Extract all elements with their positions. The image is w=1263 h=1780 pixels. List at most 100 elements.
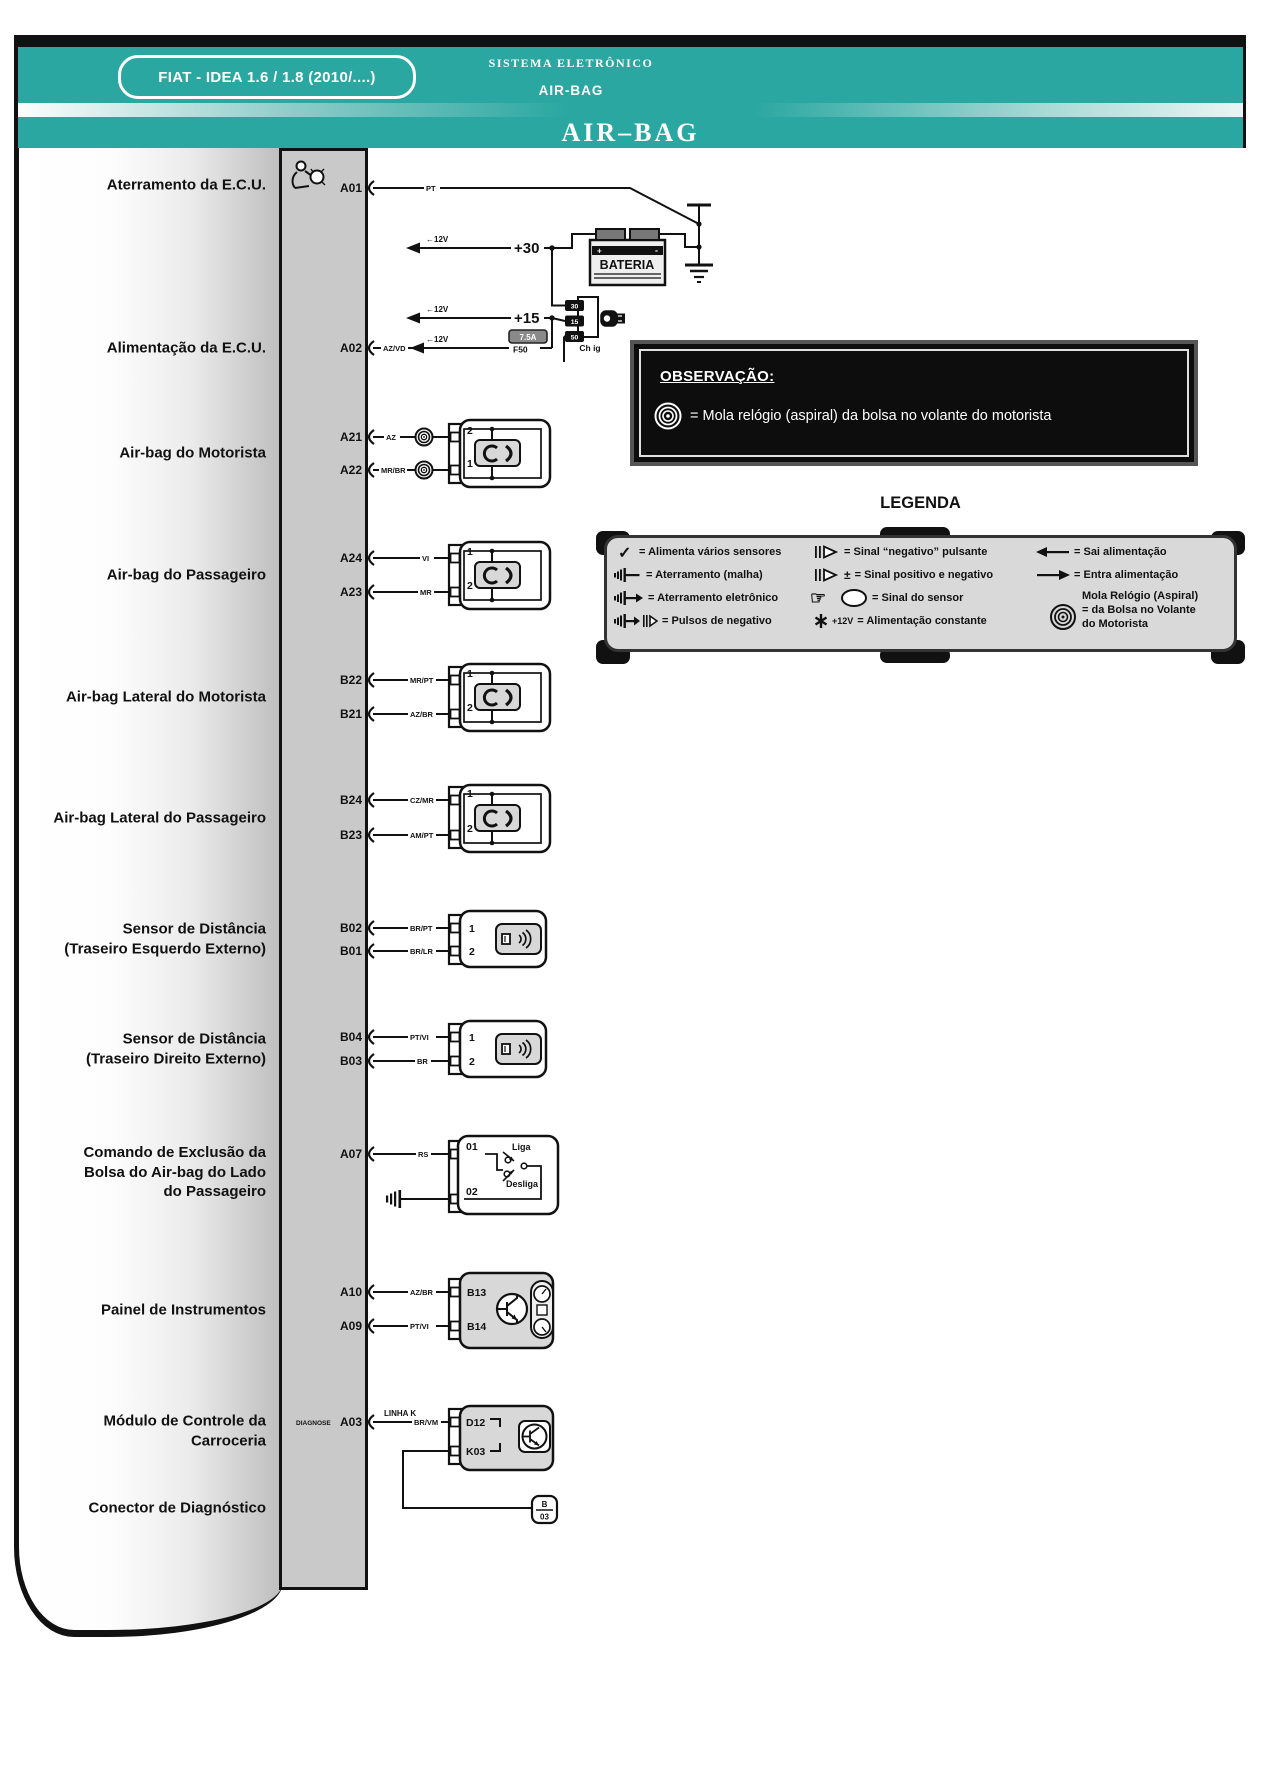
svg-text:A09: A09: [340, 1319, 362, 1333]
instrument-cluster-icon: [530, 1280, 554, 1339]
svg-text:01: 01: [466, 1141, 478, 1153]
legend-box: [604, 535, 1237, 652]
legend-item: = Aterramento (malha): [614, 567, 763, 583]
svg-text:MR/BR: MR/BR: [381, 466, 406, 475]
ecu-pin-ids: A01 A02 A21 A22 A24 A23 B22 B21 B24 B23 …: [340, 181, 362, 1429]
legend-item: ± = Sinal positivo e negativo: [814, 567, 993, 583]
airbag-icon: [291, 160, 326, 189]
wire-color-labels: PT AZ/VD AZ MR/BR VI MR MR/PT AZ/BR CZ/M…: [379, 184, 441, 1427]
svg-text:2: 2: [469, 946, 475, 958]
svg-text:B13: B13: [467, 1287, 486, 1299]
check-icon: ✓: [618, 545, 631, 561]
pulsed-negative-signal-icon: [815, 545, 839, 559]
svg-text:A10: A10: [340, 1285, 362, 1299]
svg-text:B03: B03: [340, 1054, 362, 1068]
svg-text:A22: A22: [340, 463, 362, 477]
subsystem-title: AIR-BAG: [538, 83, 604, 98]
diagnostic-connector-box: [530, 1494, 559, 1525]
svg-text:+15: +15: [514, 310, 539, 327]
svg-text:AZ/BR: AZ/BR: [410, 1288, 433, 1297]
svg-text:1: 1: [467, 788, 473, 800]
supply-out-icon: [1036, 547, 1069, 557]
svg-text:B23: B23: [340, 828, 362, 842]
label-painel-instrumentos: Painel de Instrumentos: [100, 1301, 266, 1319]
ground-run: [373, 187, 713, 283]
legend-title: LEGENDA: [880, 494, 961, 512]
label-aterramento-ecu: Aterramento da E.C.U.: [106, 176, 266, 194]
legend-item: ✓ = Alimenta vários sensores: [618, 545, 782, 561]
legend-item: = Sai alimentação: [1036, 544, 1167, 560]
legend-item: ☞ = Sinal do sensor: [810, 588, 964, 608]
svg-text:AZ/VD: AZ/VD: [383, 344, 406, 353]
svg-text:B22: B22: [340, 673, 362, 687]
svg-text:B04: B04: [340, 1030, 362, 1044]
svg-text:2: 2: [467, 823, 473, 835]
svg-text:AZ/BR: AZ/BR: [410, 710, 433, 719]
observacao-inner-border: [639, 349, 1189, 457]
svg-text:1: 1: [469, 1032, 475, 1044]
header-top-bar: [14, 35, 1246, 47]
diagnose-label: DIAGNOSE: [296, 1420, 331, 1427]
legend-item: +12V = Alimentação constante: [814, 613, 987, 629]
exclusion-switch-box: [386, 1134, 560, 1216]
svg-text:RS: RS: [418, 1150, 428, 1159]
svg-text:2: 2: [469, 1056, 475, 1068]
ground-shield-icon: [386, 1190, 402, 1208]
svg-text:A21: A21: [340, 430, 362, 444]
svg-text:A24: A24: [340, 551, 362, 565]
desliga-label: Desliga: [506, 1179, 539, 1189]
observacao-box: OBSERVAÇÃO: = Mola relógio (aspiral) da …: [630, 340, 1198, 466]
label-modulo-carroceria: Módulo de Controle da Carroceria: [103, 1412, 267, 1450]
pos-neg-signal-icon: [815, 568, 839, 582]
svg-text:A01: A01: [340, 181, 362, 195]
label-comando-exclusao: Comando de Exclusão da Bolsa do Air-bag …: [83, 1143, 266, 1200]
svg-text:MR: MR: [420, 588, 432, 597]
sensor-signal-icon: ☞: [810, 588, 867, 608]
svg-text:-: -: [655, 246, 658, 256]
svg-text:1: 1: [469, 923, 475, 935]
svg-text:1: 1: [467, 546, 473, 558]
svg-text:B24: B24: [340, 793, 362, 807]
label-sensor-direito: Sensor de Distância (Traseiro Direito Ex…: [85, 1030, 266, 1068]
diag-conn-top: B: [542, 1500, 548, 1509]
svg-text:+: +: [597, 247, 602, 256]
svg-text:A02: A02: [340, 341, 362, 355]
clock-spring-icon: [414, 427, 434, 480]
ground-electronic-icon: [614, 591, 643, 605]
diag-conn-bottom: 03: [540, 1513, 549, 1522]
svg-text:F50: F50: [513, 345, 528, 355]
svg-text:←12V: ←12V: [426, 335, 449, 344]
legend-item: = Pulsos de negativo: [614, 613, 772, 629]
fuse-f50: [508, 329, 548, 354]
header-gradient-band: [18, 103, 1243, 117]
battery: [552, 228, 697, 287]
supply-in-icon: [1037, 570, 1070, 580]
observacao-title: OBSERVAÇÃO:: [660, 368, 775, 385]
svg-text:B01: B01: [340, 944, 362, 958]
svg-text:7.5A: 7.5A: [520, 333, 537, 342]
svg-text:A23: A23: [340, 585, 362, 599]
svg-text:30: 30: [571, 304, 579, 311]
page-title: AIR–BAG: [18, 117, 1243, 148]
airbag-ecu-bar: [279, 148, 368, 1590]
svg-text:←12V: ←12V: [426, 305, 449, 314]
svg-text:+30: +30: [514, 240, 539, 257]
svg-text:PT: PT: [426, 184, 436, 193]
svg-text:←12V: ←12V: [426, 235, 449, 244]
instrument-panel-box: [458, 1271, 555, 1350]
svg-text:BR/VM: BR/VM: [414, 1418, 438, 1427]
ground-shield-icon: [614, 568, 640, 582]
svg-text:PT/VI: PT/VI: [410, 1033, 429, 1042]
svg-text:PT/VI: PT/VI: [410, 1322, 429, 1331]
svg-text:D12: D12: [466, 1417, 485, 1429]
svg-text:BR/PT: BR/PT: [410, 924, 433, 933]
svg-text:AM/PT: AM/PT: [410, 831, 434, 840]
svg-text:50: 50: [571, 335, 579, 342]
svg-text:☞: ☞: [810, 588, 826, 608]
svg-text:CZ/MR: CZ/MR: [410, 796, 434, 805]
header-right-edge: [1243, 35, 1246, 148]
svg-text:B21: B21: [340, 707, 362, 721]
svg-text:VI: VI: [422, 554, 429, 563]
power-texts: +30 +15 ←12V ←12V ←12V + - BATERIA 7.5A …: [426, 235, 658, 355]
